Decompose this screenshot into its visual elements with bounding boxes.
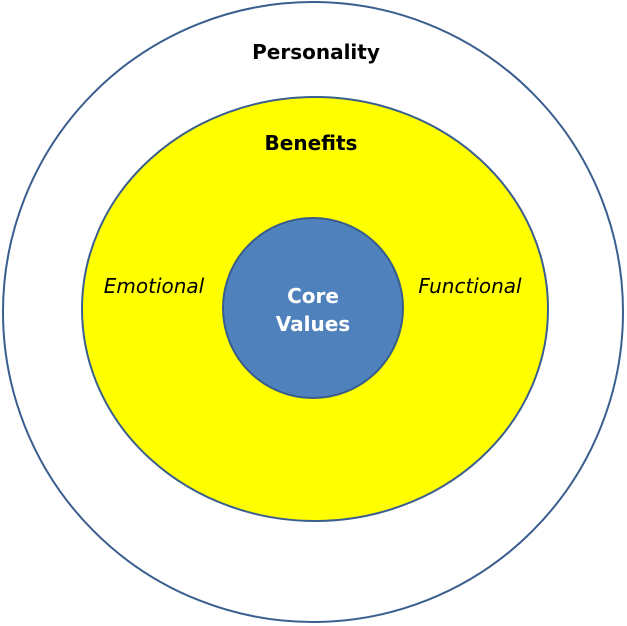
inner-circle-core-values xyxy=(222,217,404,399)
core-values-label-line2: Values xyxy=(276,312,350,336)
personality-label: Personality xyxy=(252,40,380,64)
functional-label: Functional xyxy=(418,274,522,298)
benefits-label: Benefits xyxy=(265,131,358,155)
core-values-label-line1: Core xyxy=(287,284,339,308)
emotional-label: Emotional xyxy=(104,274,205,298)
